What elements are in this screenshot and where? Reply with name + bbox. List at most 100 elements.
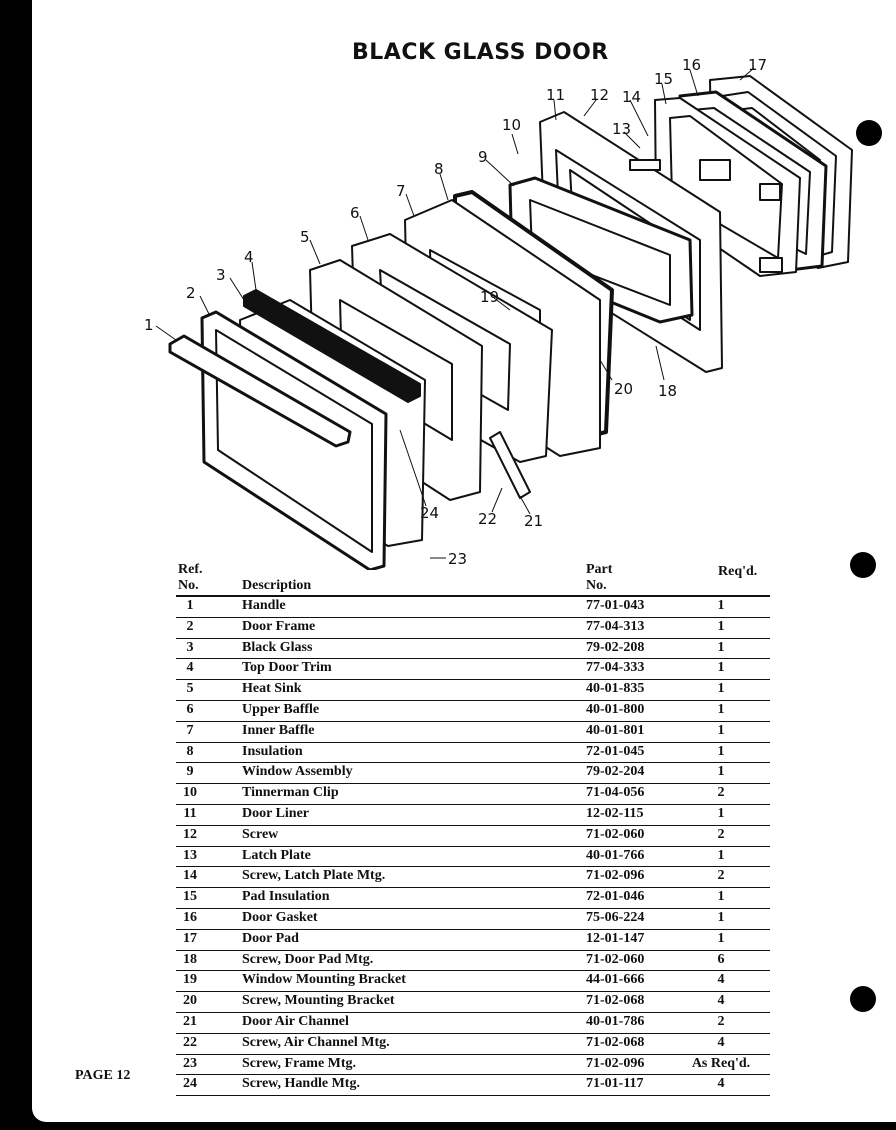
cell-part-number: 77-04-333 <box>586 660 645 676</box>
cell-part-number: 77-01-043 <box>586 598 645 613</box>
cell-ref: 3 <box>186 639 194 655</box>
binder-hole-1 <box>856 120 882 146</box>
top-door-trim-part <box>243 289 421 403</box>
cell-ref: 14 <box>183 868 197 884</box>
cell-ref: 12 <box>183 826 197 842</box>
cell-ref: 13 <box>183 847 197 863</box>
callout-13: 13 <box>612 120 631 138</box>
cell-quantity: 1 <box>717 930 725 946</box>
cell-description: Door Gasket <box>242 909 318 925</box>
cell-description: Screw, Air Channel Mtg. <box>242 1034 390 1050</box>
cell-part-number: 75-06-224 <box>586 909 645 925</box>
cell-ref: 24 <box>183 1076 197 1092</box>
cell-ref: 23 <box>183 1055 197 1071</box>
cell-quantity: 1 <box>717 889 725 905</box>
cell-description: Door Liner <box>242 805 310 821</box>
cell-ref: 7 <box>186 722 194 738</box>
cell-part-number: 40-01-800 <box>586 701 645 717</box>
cell-quantity: 1 <box>717 598 725 613</box>
callout-4: 4 <box>244 248 254 266</box>
callout-7: 7 <box>396 182 406 200</box>
cell-description: Door Air Channel <box>242 1013 349 1029</box>
callout-12: 12 <box>590 86 609 104</box>
cell-part-number: 71-02-096 <box>586 868 645 884</box>
cell-part-number: 40-01-766 <box>586 847 645 863</box>
cell-part-number: 72-01-046 <box>586 889 645 905</box>
table-row: 8 Insulation 72-01-045 1 <box>176 743 770 764</box>
cell-quantity: 1 <box>717 722 725 738</box>
cell-part-number: 12-02-115 <box>586 805 644 821</box>
callout-15: 15 <box>654 70 673 88</box>
cell-quantity: 1 <box>717 618 725 634</box>
cell-description: Window Assembly <box>242 764 353 780</box>
cell-ref: 4 <box>186 660 194 676</box>
cell-quantity: 2 <box>717 868 725 884</box>
callout-16: 16 <box>682 56 701 74</box>
cell-part-number: 71-02-068 <box>586 993 645 1009</box>
callout-3: 3 <box>216 266 226 284</box>
cell-ref: 19 <box>183 972 197 988</box>
header-ref: Ref. No. <box>178 562 203 594</box>
callout-6: 6 <box>350 204 360 222</box>
cell-ref: 2 <box>186 618 194 634</box>
callout-5: 5 <box>300 228 310 246</box>
cell-description: Pad Insulation <box>242 889 330 905</box>
cell-quantity: 4 <box>717 972 725 988</box>
cell-ref: 18 <box>183 951 197 967</box>
binder-hole-3 <box>850 986 876 1012</box>
cell-quantity: 2 <box>717 1013 725 1029</box>
table-row: 20 Screw, Mounting Bracket 71-02-068 4 <box>176 992 770 1013</box>
callout-22: 22 <box>478 510 497 528</box>
callout-14: 14 <box>622 88 641 106</box>
callout-1: 1 <box>144 316 154 334</box>
cell-part-number: 71-04-056 <box>586 785 645 801</box>
cell-quantity: 1 <box>717 701 725 717</box>
cell-quantity: As Req'd. <box>691 1055 751 1071</box>
cell-ref: 20 <box>183 993 197 1009</box>
cell-quantity: 4 <box>717 1034 725 1050</box>
header-part-line2: No. <box>586 578 607 593</box>
cell-description: Upper Baffle <box>242 701 320 717</box>
cell-quantity: 1 <box>717 805 725 821</box>
cell-quantity: 4 <box>717 993 725 1009</box>
cell-description: Screw, Handle Mtg. <box>242 1076 360 1092</box>
cell-part-number: 71-02-060 <box>586 826 645 842</box>
cell-description: Screw, Latch Plate Mtg. <box>242 868 386 884</box>
cell-ref: 5 <box>186 681 194 697</box>
callout-9: 9 <box>478 148 488 166</box>
cell-ref: 9 <box>186 764 194 780</box>
cell-ref: 1 <box>186 598 194 613</box>
cell-part-number: 79-02-208 <box>586 639 645 655</box>
cell-description: Insulation <box>242 743 303 759</box>
cell-quantity: 1 <box>717 743 725 759</box>
cell-ref: 6 <box>186 701 194 717</box>
cell-quantity: 1 <box>717 847 725 863</box>
binder-hole-2 <box>850 552 876 578</box>
cell-description: Tinnerman Clip <box>242 785 339 801</box>
cell-description: Screw, Mounting Bracket <box>242 993 395 1009</box>
exploded-view-diagram: 1 2 3 4 5 6 7 8 9 10 11 12 13 14 15 16 1… <box>144 56 853 570</box>
cell-part-number: 72-01-045 <box>586 743 645 759</box>
cell-ref: 8 <box>186 743 194 759</box>
cell-description: Inner Baffle <box>242 722 315 738</box>
header-ref-line1: Ref. <box>178 562 203 577</box>
cell-part-number: 71-01-117 <box>586 1076 644 1092</box>
cell-description: Screw, Frame Mtg. <box>242 1055 357 1071</box>
cell-ref: 16 <box>183 909 197 925</box>
cell-ref: 10 <box>183 785 197 801</box>
pad-insulation-part <box>654 97 801 277</box>
door-air-channel-part <box>489 431 531 499</box>
cell-quantity: 2 <box>717 826 725 842</box>
header-part: Part No. <box>586 562 612 594</box>
